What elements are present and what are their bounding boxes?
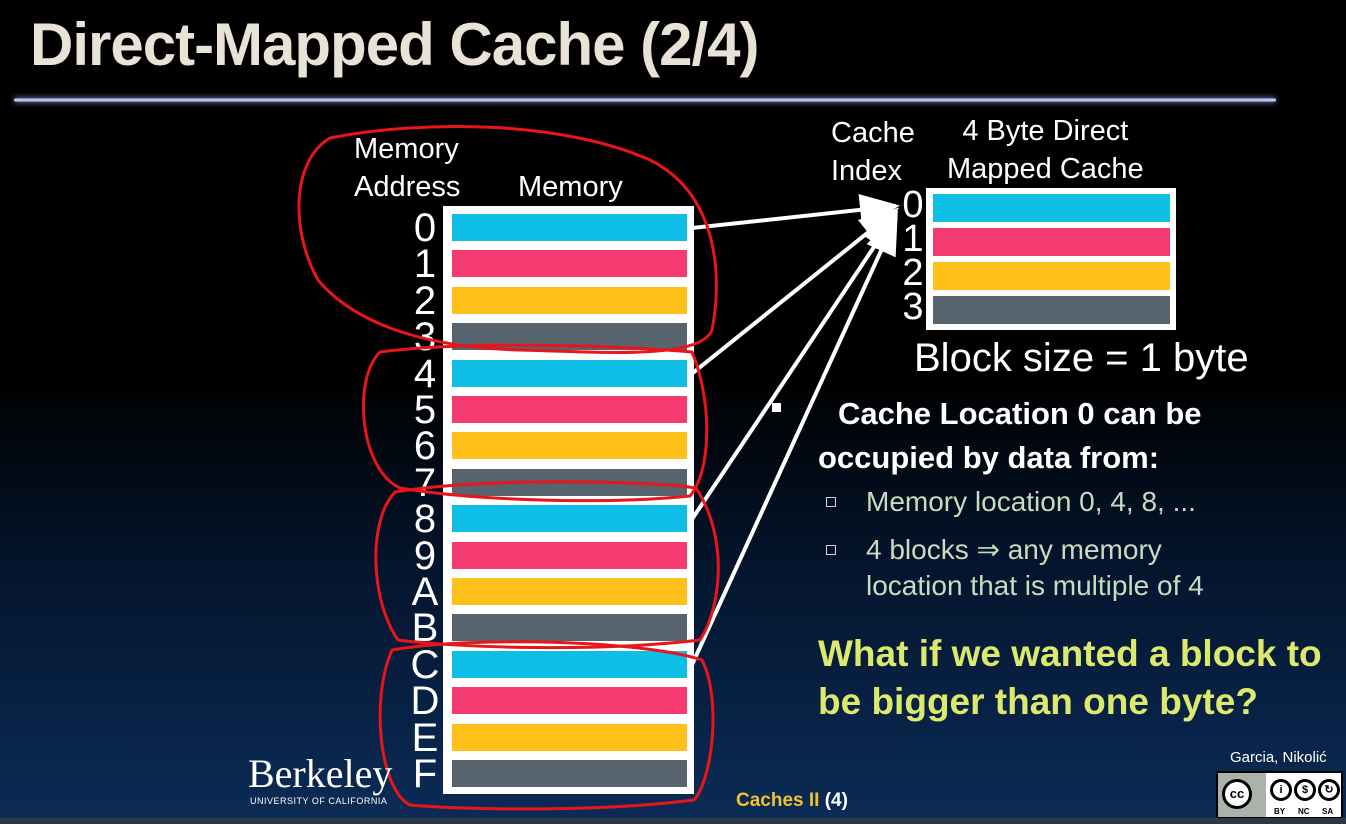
block-size-label: Block size = 1 byte: [914, 336, 1249, 380]
slide-title: Direct-Mapped Cache (2/4): [30, 11, 760, 78]
cache-array: [926, 188, 1176, 330]
memory-address: 4: [413, 351, 437, 396]
memory-block: [452, 541, 687, 569]
cache-index: 3: [902, 286, 924, 328]
memory-block: [452, 687, 687, 715]
footer-topic-text: Caches II: [736, 790, 820, 811]
memory-block: [452, 250, 687, 278]
memory-address: C: [410, 642, 440, 687]
memory-block: [452, 650, 687, 678]
nc-icon: $: [1294, 779, 1316, 801]
memory-address: 1: [413, 242, 437, 287]
berkeley-logo: Berkeley: [248, 751, 393, 796]
memory-label: Memory: [518, 171, 623, 203]
slide-number: (4): [824, 790, 848, 811]
main-bullet-text: Cache Location 0 can be occupied by data…: [818, 396, 1202, 475]
berkeley-logo-subtitle: UNIVERSITY OF CALIFORNIA: [250, 796, 388, 806]
question-text: What if we wanted a block to be bigger t…: [818, 633, 1322, 722]
memory-block: [452, 578, 687, 605]
memory-block: [452, 432, 687, 460]
memory-block: [452, 723, 687, 751]
bullet-icon: [772, 403, 781, 412]
cache-block: [933, 296, 1170, 324]
sub-bullet-icon: [826, 545, 836, 555]
mapping-arrow: [690, 210, 899, 521]
memory-address: D: [410, 679, 440, 724]
mapping-arrow: [691, 193, 900, 230]
mapping-arrow: [690, 214, 898, 666]
annotation-loop: [378, 640, 715, 811]
memory-address: 6: [413, 424, 437, 469]
cc-icon: cc: [1222, 779, 1252, 809]
title-divider: [14, 98, 1276, 102]
cache-block: [933, 262, 1170, 290]
cc-license-badge: cc i $ ↻ BY NC SA: [1216, 771, 1343, 819]
sa-icon: ↻: [1318, 779, 1340, 801]
cache-index: 0: [902, 184, 924, 226]
footer-topic: Caches II (4): [736, 790, 848, 812]
bottom-bar: [0, 818, 1346, 824]
sub-bullet-text: Memory location 0, 4, 8, ...: [866, 486, 1196, 517]
memory-block: [452, 359, 687, 387]
memory-address: A: [411, 570, 439, 614]
license-tag: BY: [1274, 807, 1286, 816]
mapping-arrow: [690, 207, 900, 376]
cache-index: 1: [902, 218, 924, 260]
memory-block: [452, 614, 687, 642]
author-credit: Garcia, Nikolić: [1230, 749, 1327, 766]
memory-address: 9: [413, 533, 437, 578]
annotation-loop: [374, 480, 720, 650]
memory-address: E: [411, 715, 439, 760]
memory-address: 5: [413, 388, 437, 432]
cache-index: 2: [902, 252, 924, 294]
memory-address: F: [412, 752, 438, 796]
annotation-loop: [297, 124, 718, 354]
memory-block: [452, 760, 687, 787]
memory-block: [452, 214, 687, 241]
memory-block: [452, 396, 687, 423]
cache-block: [933, 194, 1170, 222]
license-tag: SA: [1322, 807, 1334, 816]
cache-block: [933, 228, 1170, 256]
memory-address: 0: [413, 206, 437, 250]
annotation-loop: [362, 343, 709, 503]
license-tag: NC: [1298, 807, 1310, 816]
sub-bullet-icon: [826, 497, 836, 507]
memory-block: [452, 286, 687, 314]
memory-block: [452, 505, 687, 533]
memory-address: 2: [413, 278, 437, 323]
sub-bullet-text: 4 blocks ⇒ any memory location that is m…: [866, 534, 1204, 601]
memory-address: 8: [413, 497, 437, 542]
by-icon: i: [1270, 779, 1292, 801]
